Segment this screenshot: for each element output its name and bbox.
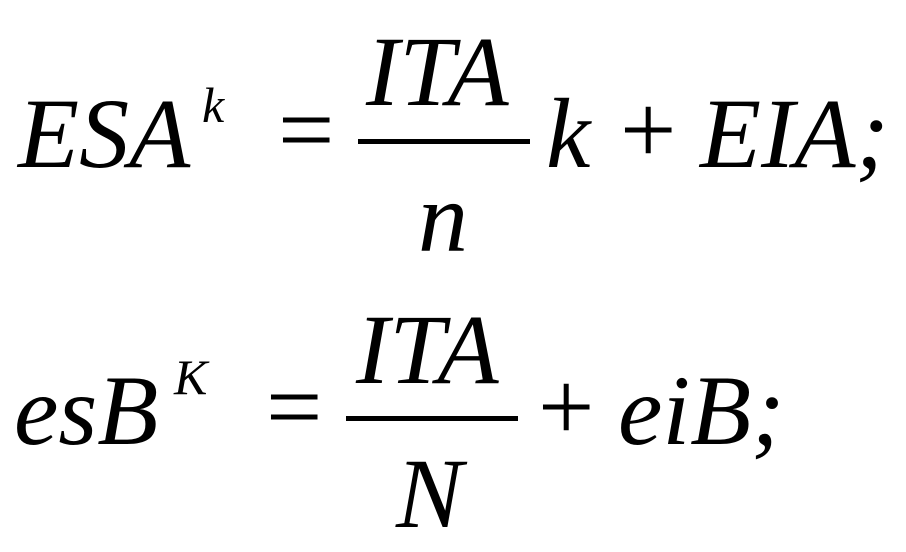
equation-esa: ESA k = ITA n k + EIA; xyxy=(18,16,889,273)
equals-sign: = xyxy=(278,74,335,185)
lhs-symbol: esB xyxy=(14,355,159,466)
fraction-denominator: n xyxy=(418,162,468,273)
superscript: k xyxy=(202,77,225,133)
fraction-bar xyxy=(358,139,530,144)
fraction-denominator: N xyxy=(396,438,463,549)
fraction-numerator: ITA xyxy=(366,16,509,127)
equals-sign: = xyxy=(266,351,323,462)
equation-esb: esB K = ITA N + eiB; xyxy=(0,276,906,552)
plus-sign: + xyxy=(538,351,595,462)
added-term: EIA; xyxy=(700,78,889,189)
fraction-bar xyxy=(346,416,518,421)
superscript: K xyxy=(174,349,208,405)
multiplier: k xyxy=(546,78,591,189)
fraction-numerator: ITA xyxy=(356,294,499,405)
plus-sign: + xyxy=(620,74,677,185)
added-term: eiB; xyxy=(618,355,785,466)
lhs-symbol: ESA xyxy=(18,78,191,189)
